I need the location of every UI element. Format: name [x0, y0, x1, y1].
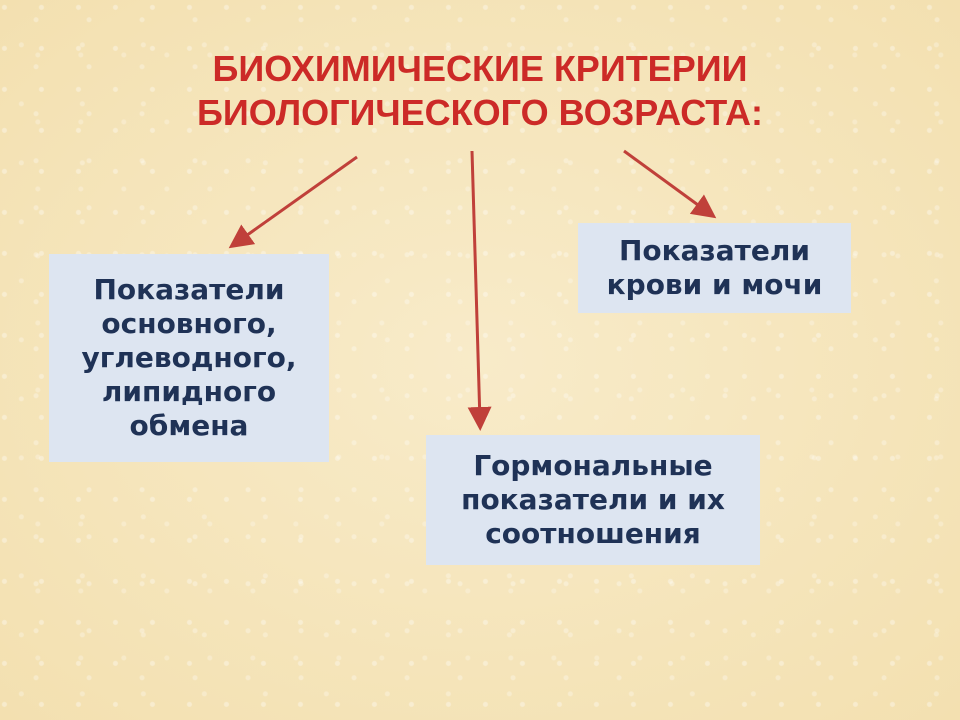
diagram-title-line-2: БИОЛОГИЧЕСКОГО ВОЗРАСТА: [196, 92, 764, 133]
metabolism-box-line-5: обмена [129, 409, 249, 442]
arrow-to-blood-urine-box [623, 149, 717, 219]
hormonal-indicators-box: Гормональные показатели и их соотношения [426, 435, 760, 565]
diagram-title: БИОХИМИЧЕСКИЕ КРИТЕРИИ БИОЛОГИЧЕСКОГО ВО… [80, 47, 880, 135]
metabolism-box-line-1: Показатели [93, 273, 285, 306]
metabolism-box-line-2: основного, [101, 307, 277, 340]
hormonal-box-line-3: соотношения [485, 517, 701, 550]
metabolism-indicators-box: Показатели основного, углеводного, липид… [49, 254, 329, 462]
hormonal-box-line-1: Гормональные [473, 449, 713, 482]
arrow-to-hormonal-box [467, 150, 492, 431]
blood-urine-indicators-box: Показатели крови и мочи [578, 223, 851, 313]
blood-urine-box-line-2: крови и мочи [606, 268, 823, 301]
metabolism-box-line-3: углеводного, [81, 341, 297, 374]
metabolism-box-line-4: липидного [101, 375, 277, 408]
hormonal-box-line-2: показатели и их [461, 483, 725, 516]
diagram-title-line-1: БИОХИМИЧЕСКИЕ КРИТЕРИИ [212, 48, 748, 89]
arrow-to-metabolism-box [228, 155, 358, 249]
blood-urine-box-line-1: Показатели [618, 234, 811, 267]
